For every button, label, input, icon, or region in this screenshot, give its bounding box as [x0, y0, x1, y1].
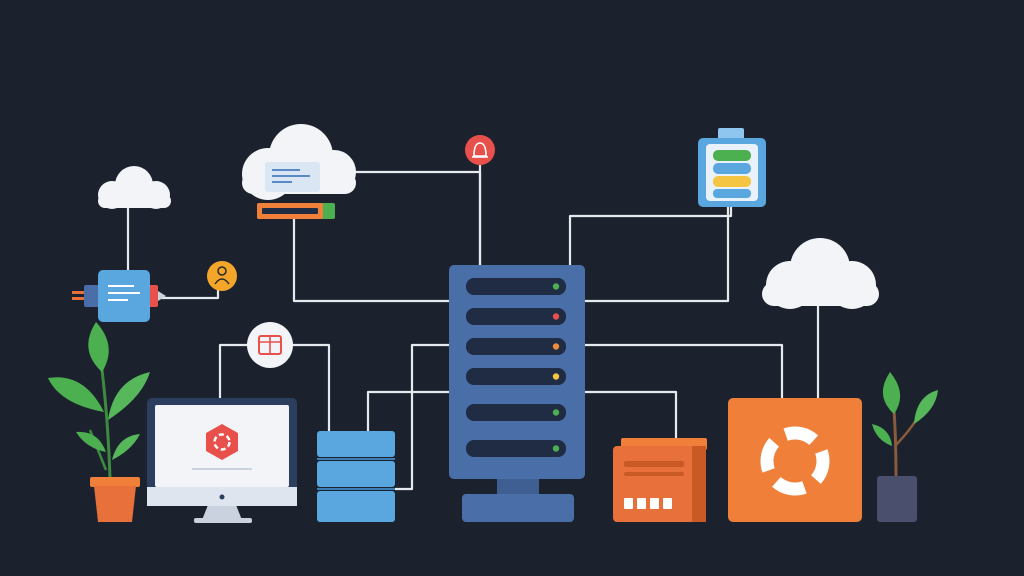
server-led-2: [552, 313, 560, 320]
server-led-6: [552, 445, 560, 452]
package-node-icon: [247, 322, 293, 368]
server-led-4: [552, 373, 560, 380]
wire-server-to-tile: [585, 343, 784, 398]
wire-cloud-doc-to-server: [350, 170, 482, 265]
server-led-3: [552, 343, 560, 350]
wire-database-to-server-a: [366, 390, 449, 431]
server-led-5: [552, 409, 560, 416]
bell-icon: [465, 135, 495, 165]
progress-bar-icon: [257, 203, 335, 219]
hexagon-badge-icon: [206, 424, 238, 460]
refresh-ring-icon: [728, 398, 862, 522]
connector-wires: [126, 165, 820, 491]
wire-package-to-database: [292, 343, 331, 431]
plant-right-icon: [872, 372, 938, 522]
wire-package-to-monitor: [218, 343, 250, 398]
user-node-icon: [207, 261, 237, 291]
database-stack-icon: [317, 431, 395, 522]
server-rack-icon: [449, 265, 585, 522]
monitor-icon: [147, 398, 297, 523]
server-led-1: [552, 283, 560, 290]
wire-database-to-server-b: [395, 343, 449, 491]
cloud-small-icon: [98, 166, 171, 209]
wire-server-to-router: [585, 390, 678, 438]
server-slots: [466, 278, 566, 457]
plant-left-icon: [48, 322, 150, 522]
wire-battery-to-server-b: [585, 207, 730, 303]
server-leds: [552, 283, 560, 452]
wire-battery-to-server: [568, 207, 733, 265]
router-icon: [613, 438, 707, 522]
document-plug-icon: [72, 270, 166, 322]
wire-document-to-user-node: [160, 290, 220, 300]
cloud-right-icon: [762, 238, 879, 309]
cloud-document-icon: [242, 124, 356, 200]
wire-progress-to-server: [292, 219, 449, 303]
battery-card-icon: [698, 128, 766, 207]
